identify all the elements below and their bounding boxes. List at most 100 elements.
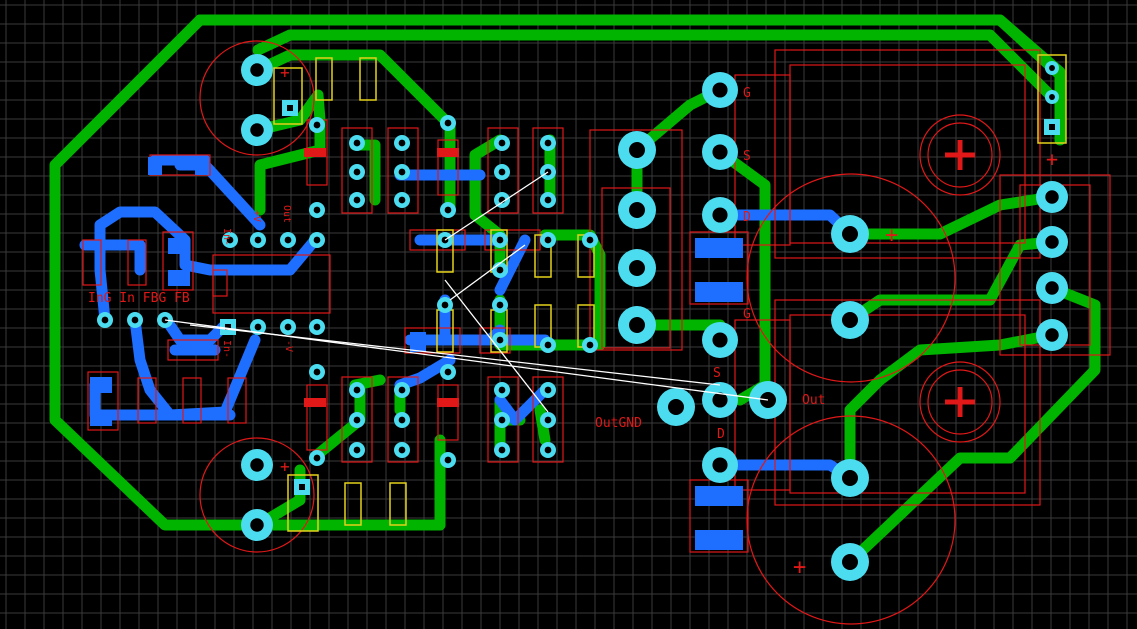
res-left-4 — [182, 377, 202, 424]
header-top-right — [1037, 54, 1067, 144]
gate-label-upper: G — [743, 86, 751, 101]
pad-drill — [444, 456, 452, 464]
pad-drill — [629, 202, 645, 218]
pad-drill — [1045, 281, 1059, 295]
cap-bot-3 — [287, 474, 319, 532]
to92-4 — [532, 127, 564, 214]
pad-drill — [1045, 190, 1059, 204]
pad-drill — [313, 368, 321, 376]
cap-top-3 — [273, 67, 303, 125]
smd-pad — [168, 270, 190, 286]
pad-drill — [629, 260, 645, 276]
smd-pads — [90, 148, 743, 550]
mount-hole-lower-outer — [919, 361, 1001, 443]
pad-drill — [444, 368, 452, 376]
pad-drill — [250, 518, 264, 532]
mount-hole-lower-inner — [927, 369, 993, 435]
mount-hole-upper-inner — [927, 122, 993, 188]
smd-cap-left — [87, 371, 119, 431]
pad-drill — [712, 392, 728, 408]
pad-drill — [712, 82, 728, 98]
pad-drill — [353, 386, 361, 394]
smd-pad — [168, 238, 190, 254]
pad-drill — [498, 446, 506, 454]
cap-outline-top-left — [199, 40, 315, 156]
smd-pad — [437, 148, 459, 157]
pad-drill — [254, 323, 262, 331]
pad-drill — [1049, 124, 1055, 130]
pad-drill — [313, 121, 321, 129]
plus-right-lower: + — [793, 555, 806, 580]
source-label-lower: S — [713, 366, 721, 381]
cap-top-1 — [315, 57, 333, 101]
pad-drill — [629, 317, 645, 333]
pad-drill — [313, 454, 321, 462]
ic-notch — [212, 269, 228, 297]
through-hole-pads — [97, 54, 1068, 581]
source-label-upper: S — [743, 149, 751, 164]
pad-drill — [842, 470, 858, 486]
heatsink-upper — [774, 49, 1041, 259]
pad-drill — [544, 446, 552, 454]
to92-7 — [487, 376, 519, 463]
pad-drill — [842, 554, 858, 570]
smd-pad — [304, 398, 326, 407]
out-label: Out — [802, 393, 825, 408]
pad-drill — [313, 206, 321, 214]
pad-drill — [498, 139, 506, 147]
input-pins-label: InG In FBG FB — [88, 291, 190, 306]
pad-drill — [668, 399, 684, 415]
trace-bottom-caps — [252, 379, 446, 531]
mount-cross-lower — [945, 387, 975, 417]
pad-drill — [284, 323, 292, 331]
smd-pad — [695, 238, 743, 258]
pad-drill — [629, 142, 645, 158]
drain-label-lower: D — [717, 427, 725, 442]
plus-bottom-left: + — [280, 457, 290, 476]
smd-pad — [437, 398, 459, 407]
airwire — [444, 279, 549, 413]
out-tag: Out — [281, 205, 292, 223]
airwire — [444, 171, 549, 241]
pad-drill — [544, 386, 552, 394]
res-h-2 — [167, 339, 219, 361]
trace-right-out — [844, 282, 1101, 568]
cap-outline-bottom-left — [199, 437, 315, 553]
big-connector-inner — [601, 187, 671, 349]
to92-6 — [387, 376, 419, 463]
pad-drill — [398, 139, 406, 147]
plus-header: + — [1046, 147, 1058, 171]
pad-drill — [254, 236, 262, 244]
cap-top-2 — [359, 57, 377, 101]
cap-bot-2 — [389, 482, 407, 526]
pad-drill — [131, 316, 139, 324]
pad-drill — [544, 139, 552, 147]
pad-drill — [313, 323, 321, 331]
smd-pad — [148, 157, 162, 175]
diode-mid-bot — [437, 384, 459, 441]
pad-drill — [398, 196, 406, 204]
cap-outline-right-upper — [746, 173, 956, 383]
pad-drill — [398, 416, 406, 424]
pad-drill — [284, 236, 292, 244]
to92-8 — [532, 376, 564, 463]
pad-drill — [444, 119, 452, 127]
terminal-block-right — [999, 174, 1111, 356]
pad-drill — [712, 207, 728, 223]
pad-drill — [712, 144, 728, 160]
smd-pad — [195, 157, 209, 175]
pad-drill — [496, 266, 504, 274]
pad-drill — [398, 168, 406, 176]
smd-cap-mid — [162, 231, 194, 291]
smd-pad — [695, 530, 743, 550]
to92-1 — [341, 127, 373, 214]
res-left-3 — [137, 377, 157, 424]
to92-5 — [341, 376, 373, 463]
pad-drill — [842, 226, 858, 242]
pad-drill — [498, 168, 506, 176]
smd-pad — [695, 282, 743, 302]
res-left-5 — [227, 377, 247, 424]
pad-drill — [353, 416, 361, 424]
pad-drill — [398, 446, 406, 454]
